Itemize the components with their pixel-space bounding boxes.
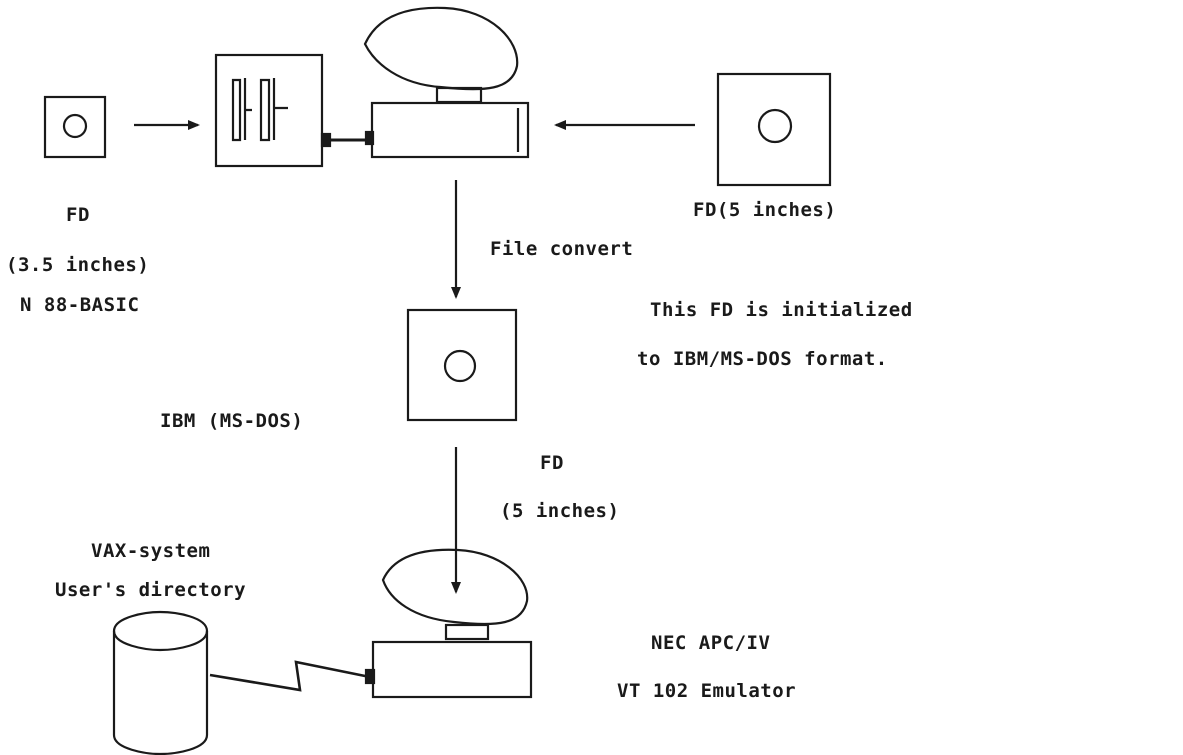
n88-basic-label: N 88-BASIC — [20, 294, 140, 316]
vt102-emulator-label: VT 102 Emulator — [617, 680, 797, 702]
fd-mid-label: FD — [540, 452, 564, 474]
nec-apc-label: NEC APC/IV — [651, 632, 771, 654]
communication-link — [209, 660, 371, 692]
fd-5-inch-right-label: FD(5 inches) — [693, 199, 837, 221]
fd-initialized-line2: to IBM/MS-DOS format. — [637, 348, 888, 370]
fd-initialized-line1: This FD is initialized — [650, 299, 913, 321]
ibm-msdos-label: IBM (MS-DOS) — [160, 410, 304, 432]
fd-3-5-label: FD — [66, 204, 90, 226]
floppy-disk-5-inch-right-icon — [716, 72, 832, 187]
vax-disk-storage-icon — [112, 610, 209, 755]
fd-3-5-size-label: (3.5 inches) — [6, 254, 150, 276]
floppy-disk-msdos-icon — [406, 308, 518, 422]
floppy-disk-3-5-icon — [43, 95, 107, 159]
file-convert-label: File convert — [490, 238, 634, 260]
fd-mid-size-label: (5 inches) — [500, 500, 620, 522]
vax-system-label: VAX-system — [91, 540, 211, 562]
top-computer-icon — [363, 6, 530, 159]
bottom-computer-icon — [364, 548, 533, 699]
floppy-drive-unit-icon — [214, 53, 332, 168]
users-directory-label: User's directory — [55, 579, 247, 601]
